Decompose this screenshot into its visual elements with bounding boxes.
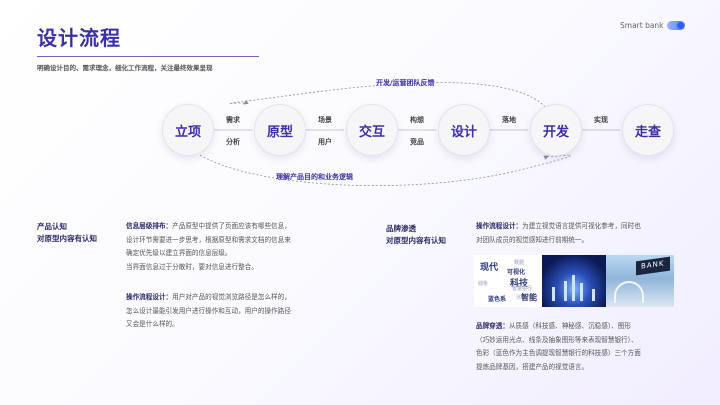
product-cognition-heading: 产品认知 对原型内容有认知 — [37, 221, 97, 245]
node-initiation[interactable]: 立项 — [162, 104, 214, 156]
keyword: 数据 — [514, 259, 524, 266]
edge-label-top-1: 需求 — [220, 115, 246, 125]
interior-arch — [614, 281, 644, 303]
info-hierarchy-paragraph: 信息层级排布：产品原型中提供了页面应该有哪些信息， 设计环节需要进一步思考，根据… — [126, 220, 346, 274]
heading-line-2: 对原型内容有认知 — [386, 235, 446, 247]
node-interaction[interactable]: 交互 — [346, 104, 398, 156]
light-pillar — [592, 289, 595, 301]
bottom-loop-label: 理解产品目的和业务逻辑 — [276, 172, 353, 182]
para-line: 又会是什么样的。 — [126, 318, 346, 332]
para-line: 用户对产品的视觉浏览路径是怎么样的， — [172, 293, 291, 301]
para-line: 当界面信息过于分散时，要对信息进行整合。 — [126, 261, 346, 275]
para-line: 确定优先级以建立界面的信息层级。 — [126, 247, 346, 261]
heading-line-1: 品牌渗透 — [386, 223, 446, 235]
para-label: 操作流程设计： — [476, 222, 522, 230]
light-pillar — [580, 283, 583, 301]
light-pillar — [552, 287, 555, 301]
para-line: 从质感（科技感、神秘感、沉稳感）、图形 — [509, 322, 631, 330]
heading-line-2: 对原型内容有认知 — [37, 233, 97, 245]
keyword: 智能 — [521, 292, 537, 303]
bank-sign-text: BANK — [641, 259, 664, 270]
para-label: 信息层级排布： — [126, 222, 172, 230]
para-line: 怎么设计最能引发用户进行操作和互动，用户的操作路径 — [126, 305, 346, 319]
top-loop-label: 开发/运营团队反馈 — [376, 78, 435, 88]
flow-connectors — [0, 0, 720, 200]
para-line: 产品原型中提供了页面应该有哪些信息， — [172, 222, 291, 230]
bank-interior-image: BANK — [606, 255, 674, 307]
visual-reference-paragraph: 操作流程设计：为建立视觉语言提供可视化参考，同时也 对团队成员的视觉感知进行前期… — [476, 220, 696, 247]
para-line: 设计环节需要进一步思考，根据原型和需求文档的信息来 — [126, 234, 346, 248]
edge-label-top-3: 构想 — [404, 115, 430, 125]
heading-line-1: 产品认知 — [37, 221, 97, 233]
tech-stage-image — [542, 255, 606, 307]
keyword: 现代 — [480, 260, 498, 273]
para-line: 提炼品牌基因，搭建产品的视觉语言。 — [476, 361, 696, 375]
edge-label-top-4: 落地 — [496, 115, 522, 125]
edge-label-bottom-2: 用户 — [312, 137, 338, 147]
understanding-loop-arc — [200, 155, 571, 186]
keyword: 可视化 — [507, 267, 525, 276]
node-development[interactable]: 开发 — [530, 104, 582, 156]
para-label: 操作流程设计： — [126, 293, 172, 301]
para-line: 色彩（蓝色作为主色调提现智慧银行的科技感）三个方面 — [476, 347, 696, 361]
brand-penetration-paragraph: 品牌穿透：从质感（科技感、神秘感、沉稳感）、图形 （巧妙运用光点、线条及抽象图形… — [476, 320, 696, 374]
light-pillar — [572, 275, 575, 301]
keyword: 蓝色系 — [488, 294, 506, 303]
edge-label-bottom-1: 分析 — [220, 137, 246, 147]
para-line: 对团队成员的视觉感知进行前期统一。 — [476, 234, 696, 248]
node-walkthrough[interactable]: 走查 — [622, 104, 674, 156]
light-pillar — [564, 281, 567, 301]
para-line: （巧妙运用光点、线条及抽象图形等来表现智慧银行）、 — [476, 334, 696, 348]
bank-sign: BANK — [636, 257, 670, 276]
node-prototype[interactable]: 原型 — [254, 104, 306, 156]
para-label: 品牌穿透： — [476, 322, 509, 330]
node-design[interactable]: 设计 — [438, 104, 490, 156]
edge-label-top-2: 场景 — [312, 115, 338, 125]
keyword: 智慧银行 — [512, 285, 532, 292]
edge-label-bottom-3: 竞品 — [404, 137, 430, 147]
operation-flow-paragraph: 操作流程设计：用户对产品的视觉浏览路径是怎么样的， 怎么设计最能引发用户进行操作… — [126, 291, 346, 332]
design-flow-diagram: 开发/运营团队反馈 理解产品目的和业务逻辑 立项 原型 交互 设计 开发 走查 … — [0, 0, 720, 200]
brand-penetration-heading: 品牌渗透 对原型内容有认知 — [386, 223, 446, 247]
keyword: 线条 — [478, 280, 488, 287]
edge-label-top-5: 实现 — [588, 115, 614, 125]
keyword-moodboard: 现代 数据 可视化 线条 科技 智慧银行 蓝色系 沉稳 智能 — [474, 255, 542, 307]
para-line: 为建立视觉语言提供可视化参考，同时也 — [522, 222, 641, 230]
